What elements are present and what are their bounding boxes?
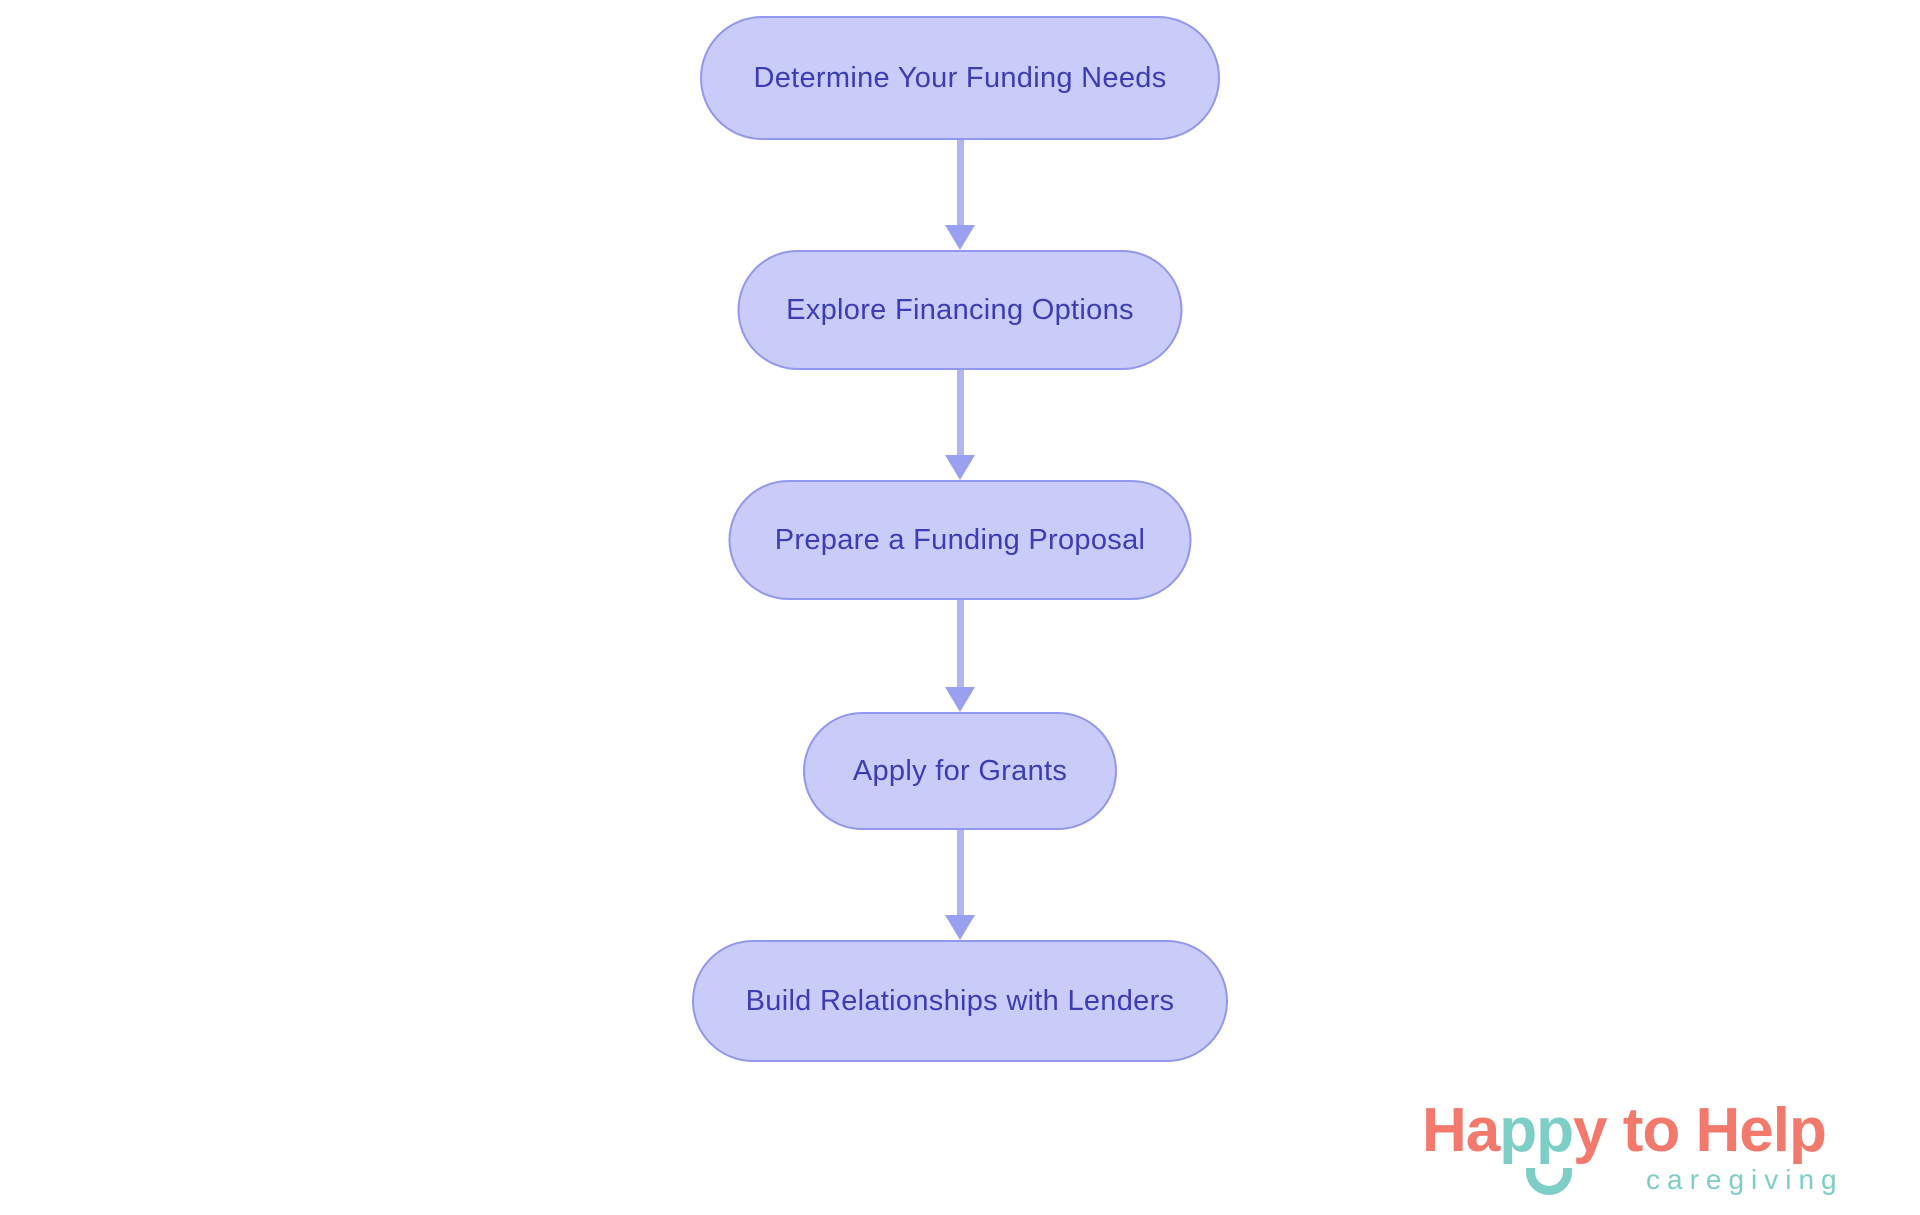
- node-label: Apply for Grants: [852, 754, 1068, 787]
- arrow-down-icon: [945, 687, 975, 712]
- node-label: Prepare a Funding Proposal: [774, 523, 1146, 556]
- node-label: Explore Financing Options: [786, 293, 1134, 326]
- smile-icon: [1526, 1168, 1572, 1195]
- flow-arrow-1: [945, 140, 975, 250]
- arrow-shaft: [956, 140, 964, 225]
- logo-wordmark: Happy to Help: [1422, 1100, 1892, 1162]
- logo-wordmark-pp: pp: [1499, 1096, 1574, 1165]
- arrow-shaft: [956, 370, 964, 455]
- flow-arrow-2: [945, 370, 975, 480]
- node-label: Build Relationships with Lenders: [745, 984, 1175, 1017]
- logo-tagline: caregiving: [1646, 1164, 1844, 1195]
- node-label: Determine Your Funding Needs: [753, 61, 1167, 94]
- flow-arrow-3: [945, 600, 975, 712]
- flow-node-apply-for-grants: Apply for Grants: [803, 712, 1117, 830]
- arrow-down-icon: [945, 455, 975, 480]
- arrow-shaft: [956, 830, 964, 915]
- flow-node-explore-financing-options: Explore Financing Options: [737, 250, 1183, 370]
- arrow-down-icon: [945, 225, 975, 250]
- flow-node-build-relationships-with-lenders: Build Relationships with Lenders: [692, 940, 1228, 1062]
- arrow-down-icon: [945, 915, 975, 940]
- flow-arrow-4: [945, 830, 975, 940]
- flow-node-prepare-funding-proposal: Prepare a Funding Proposal: [728, 480, 1192, 600]
- logo-wordmark-rest: y to Help: [1573, 1096, 1827, 1165]
- happy-to-help-logo: Happy to Help caregiving: [1422, 1100, 1892, 1210]
- logo-wordmark-ha: Ha: [1422, 1096, 1500, 1165]
- arrow-shaft: [956, 600, 964, 687]
- flow-node-determine-funding-needs: Determine Your Funding Needs: [700, 16, 1220, 140]
